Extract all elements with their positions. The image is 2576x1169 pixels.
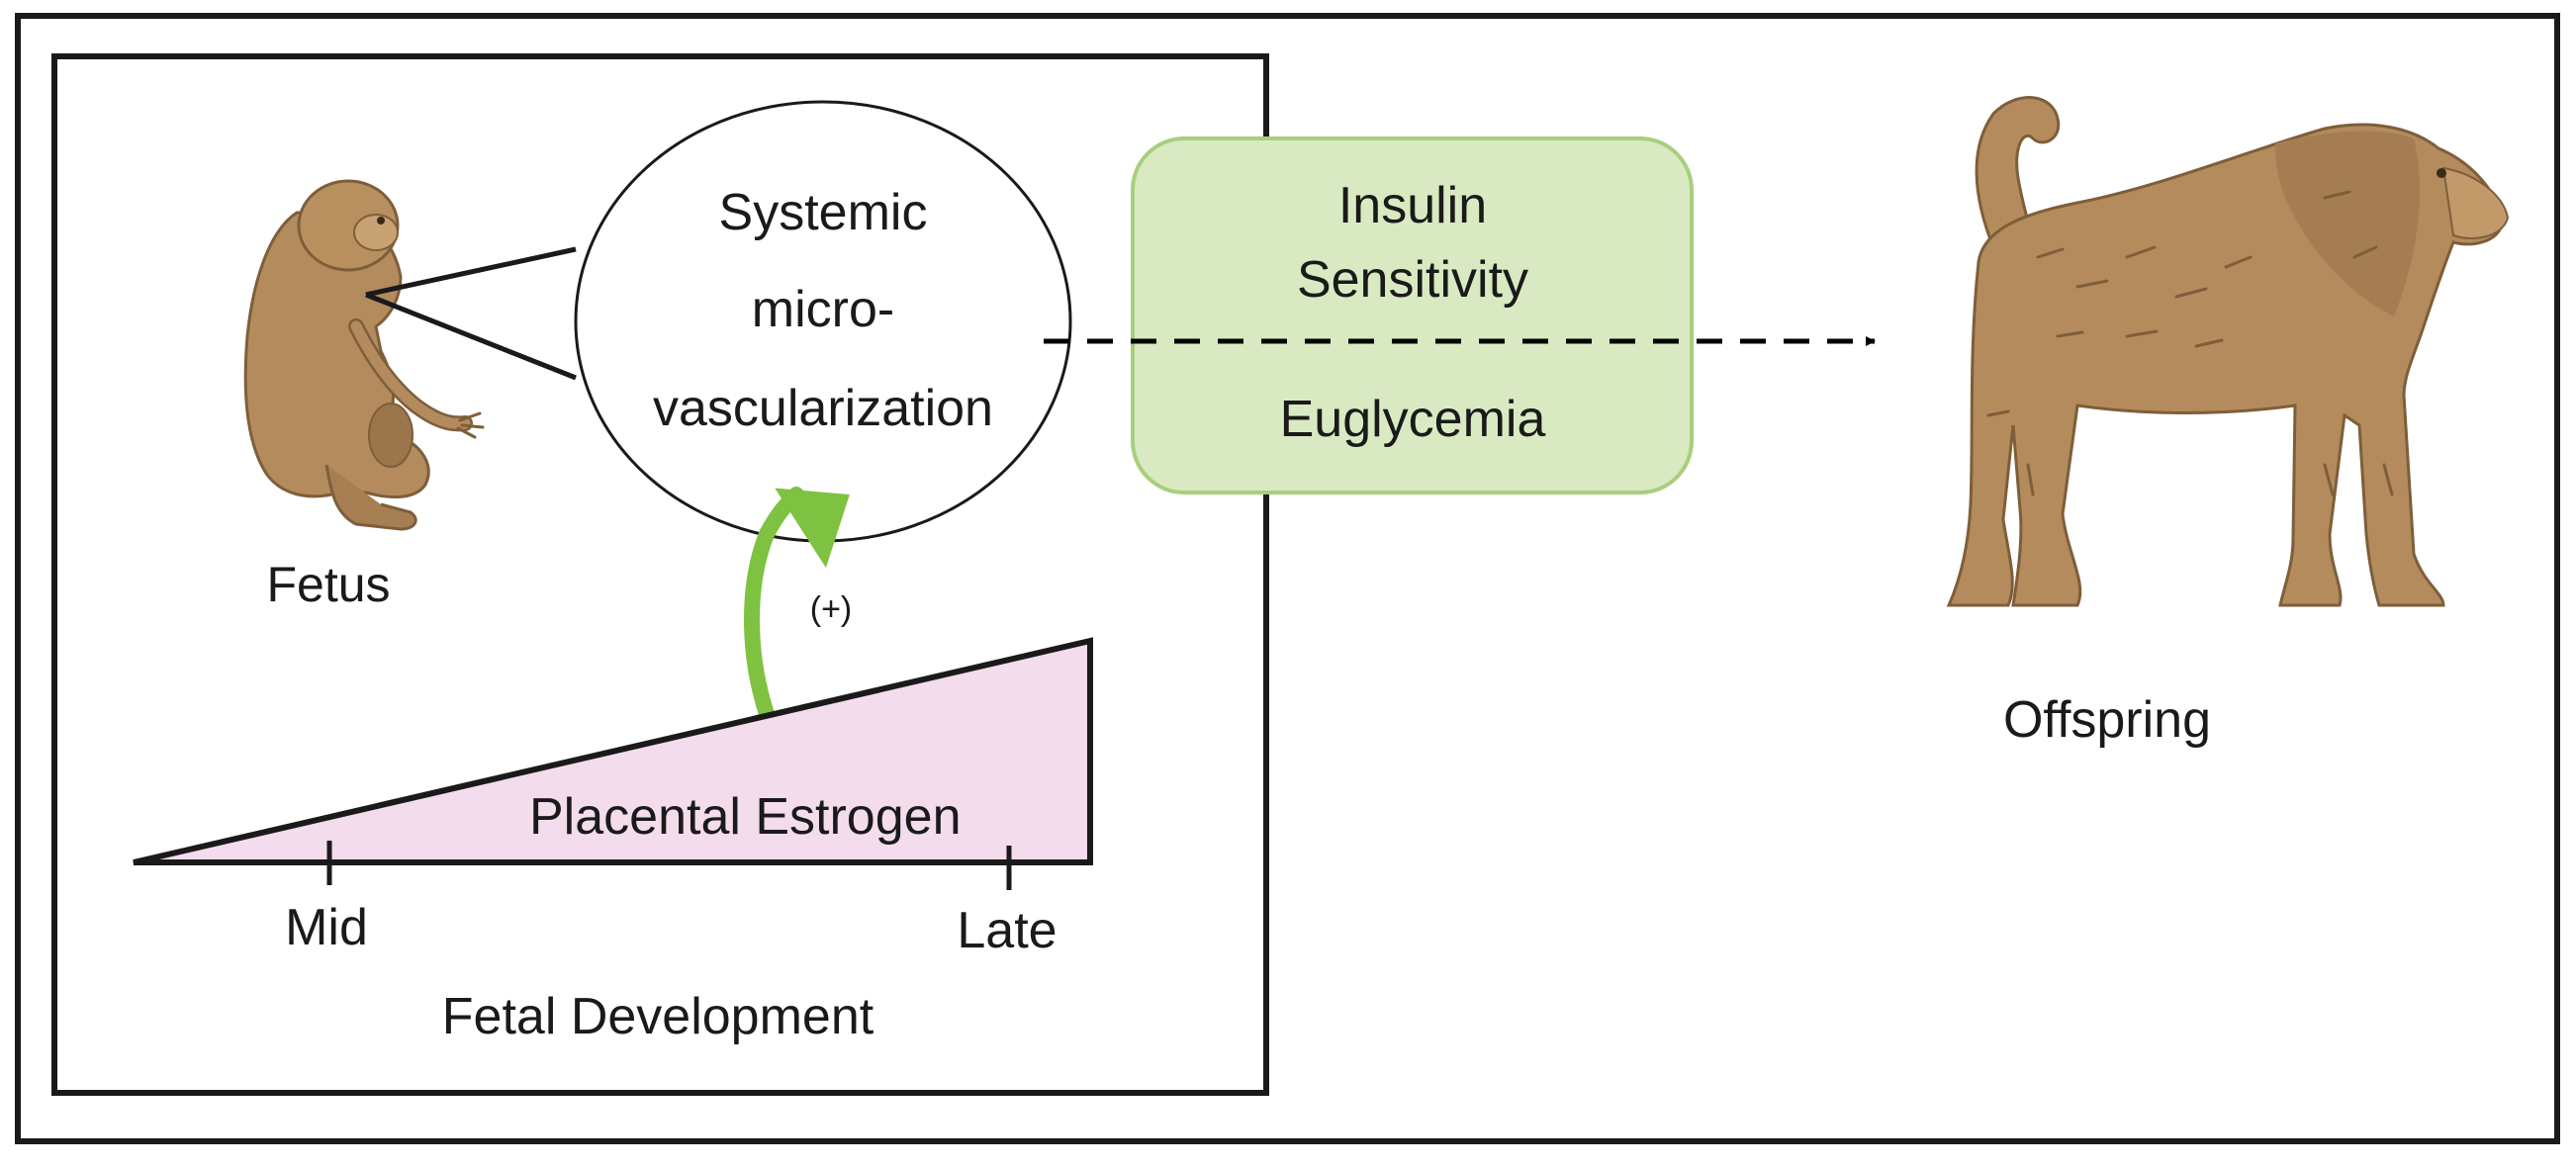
- circle-line-1: Systemic: [719, 184, 928, 241]
- green-curved-arrow: [744, 487, 850, 722]
- tick-mid-label: Mid: [285, 899, 368, 956]
- fetal-panel-frame: [51, 53, 1269, 1096]
- circle-line-3: vascularization: [653, 380, 993, 437]
- effect-box-line-3: Euglycemia: [1280, 391, 1546, 448]
- placental-estrogen-triangle: [133, 637, 1093, 865]
- effect-box-line-1: Insulin: [1338, 177, 1487, 234]
- effect-box: [1131, 136, 1694, 495]
- triangle-label: Placental Estrogen: [529, 788, 962, 846]
- fetus-primate-icon: [243, 179, 485, 531]
- outer-frame: [15, 13, 2560, 1144]
- adult-baboon-icon: [1946, 96, 2510, 607]
- tick-late-label: Late: [957, 902, 1057, 959]
- fetus-label: Fetus: [266, 557, 390, 612]
- circle-line-2: micro-: [752, 281, 894, 338]
- positive-effect-label: (+): [810, 590, 853, 628]
- zoom-line-upper: [365, 246, 577, 298]
- offspring-label: Offspring: [2003, 691, 2211, 749]
- effect-box-line-2: Sensitivity: [1297, 251, 1528, 309]
- axis-title: Fetal Development: [442, 988, 874, 1045]
- zoom-line-lower: [365, 292, 577, 381]
